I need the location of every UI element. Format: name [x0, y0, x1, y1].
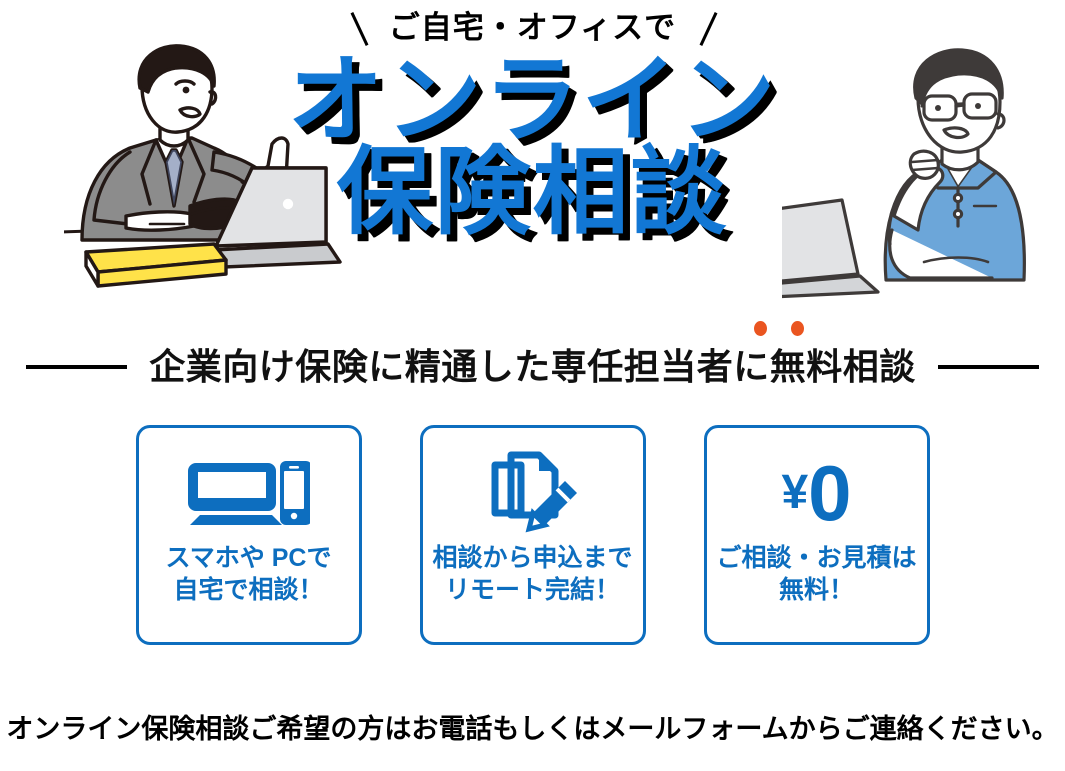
eyebrow-text: ご自宅・オフィスで — [388, 9, 677, 45]
emphasis-dot-2 — [790, 321, 804, 336]
man-with-glasses-at-laptop-illustration — [706, 48, 1065, 305]
feature-card-devices-line2: 自宅で相談！ — [173, 576, 324, 604]
businessman-pointing-at-laptop-illustration — [58, 44, 364, 305]
yen-zero-icon: ¥ 0 — [781, 452, 851, 534]
footer-note: オンライン保険相談ご希望の方はお電話もしくはメールフォームからご連絡ください。 — [6, 714, 1059, 744]
emphasis-dots — [753, 321, 804, 336]
feature-card-devices-line1: スマホや PCで — [165, 544, 332, 572]
feature-card-free: ¥ 0 ご相談・お見積は 無料！ — [703, 425, 930, 645]
feature-card-remote-line1: 相談から申込まで — [432, 544, 633, 572]
feature-card-free-text: ご相談・お見積は 無料！ — [716, 542, 916, 606]
divider-right — [937, 365, 1039, 369]
subtitle-text: 企業向け保険に精通した専任担当者に無料相談 — [149, 346, 916, 387]
emphasis-dot-1 — [753, 321, 767, 336]
feature-card-remote-line2: リモート完結！ — [444, 576, 620, 604]
feature-card-free-line1: ご相談・お見積は — [716, 544, 917, 572]
feature-card-devices-text: スマホや PCで 自宅で相談！ — [166, 542, 332, 606]
subtitle-wrapper: 企業向け保険に精通した専任担当者に無料相談 — [149, 321, 916, 387]
feature-card-list: スマホや PCで 自宅で相談！ — [0, 425, 1065, 651]
slash-right-icon — [692, 9, 722, 45]
yen-amount: 0 — [808, 449, 852, 537]
document-and-pencil-icon — [487, 451, 579, 534]
eyebrow-row: ご自宅・オフィスで — [0, 4, 1065, 50]
yen-symbol: ¥ — [781, 466, 808, 519]
feature-card-remote: 相談から申込まで リモート完結！ — [419, 425, 646, 645]
laptop-and-smartphone-icon — [187, 452, 310, 534]
feature-card-devices: スマホや PCで 自宅で相談！ — [135, 425, 362, 645]
divider-left — [26, 365, 128, 369]
yen-price: ¥ 0 — [781, 454, 851, 532]
feature-card-free-line2: 無料！ — [778, 576, 854, 604]
subtitle-band: 企業向け保険に精通した専任担当者に無料相談 — [0, 321, 1065, 398]
feature-card-remote-text: 相談から申込まで リモート完結！ — [432, 542, 632, 606]
slash-left-icon — [343, 9, 373, 45]
